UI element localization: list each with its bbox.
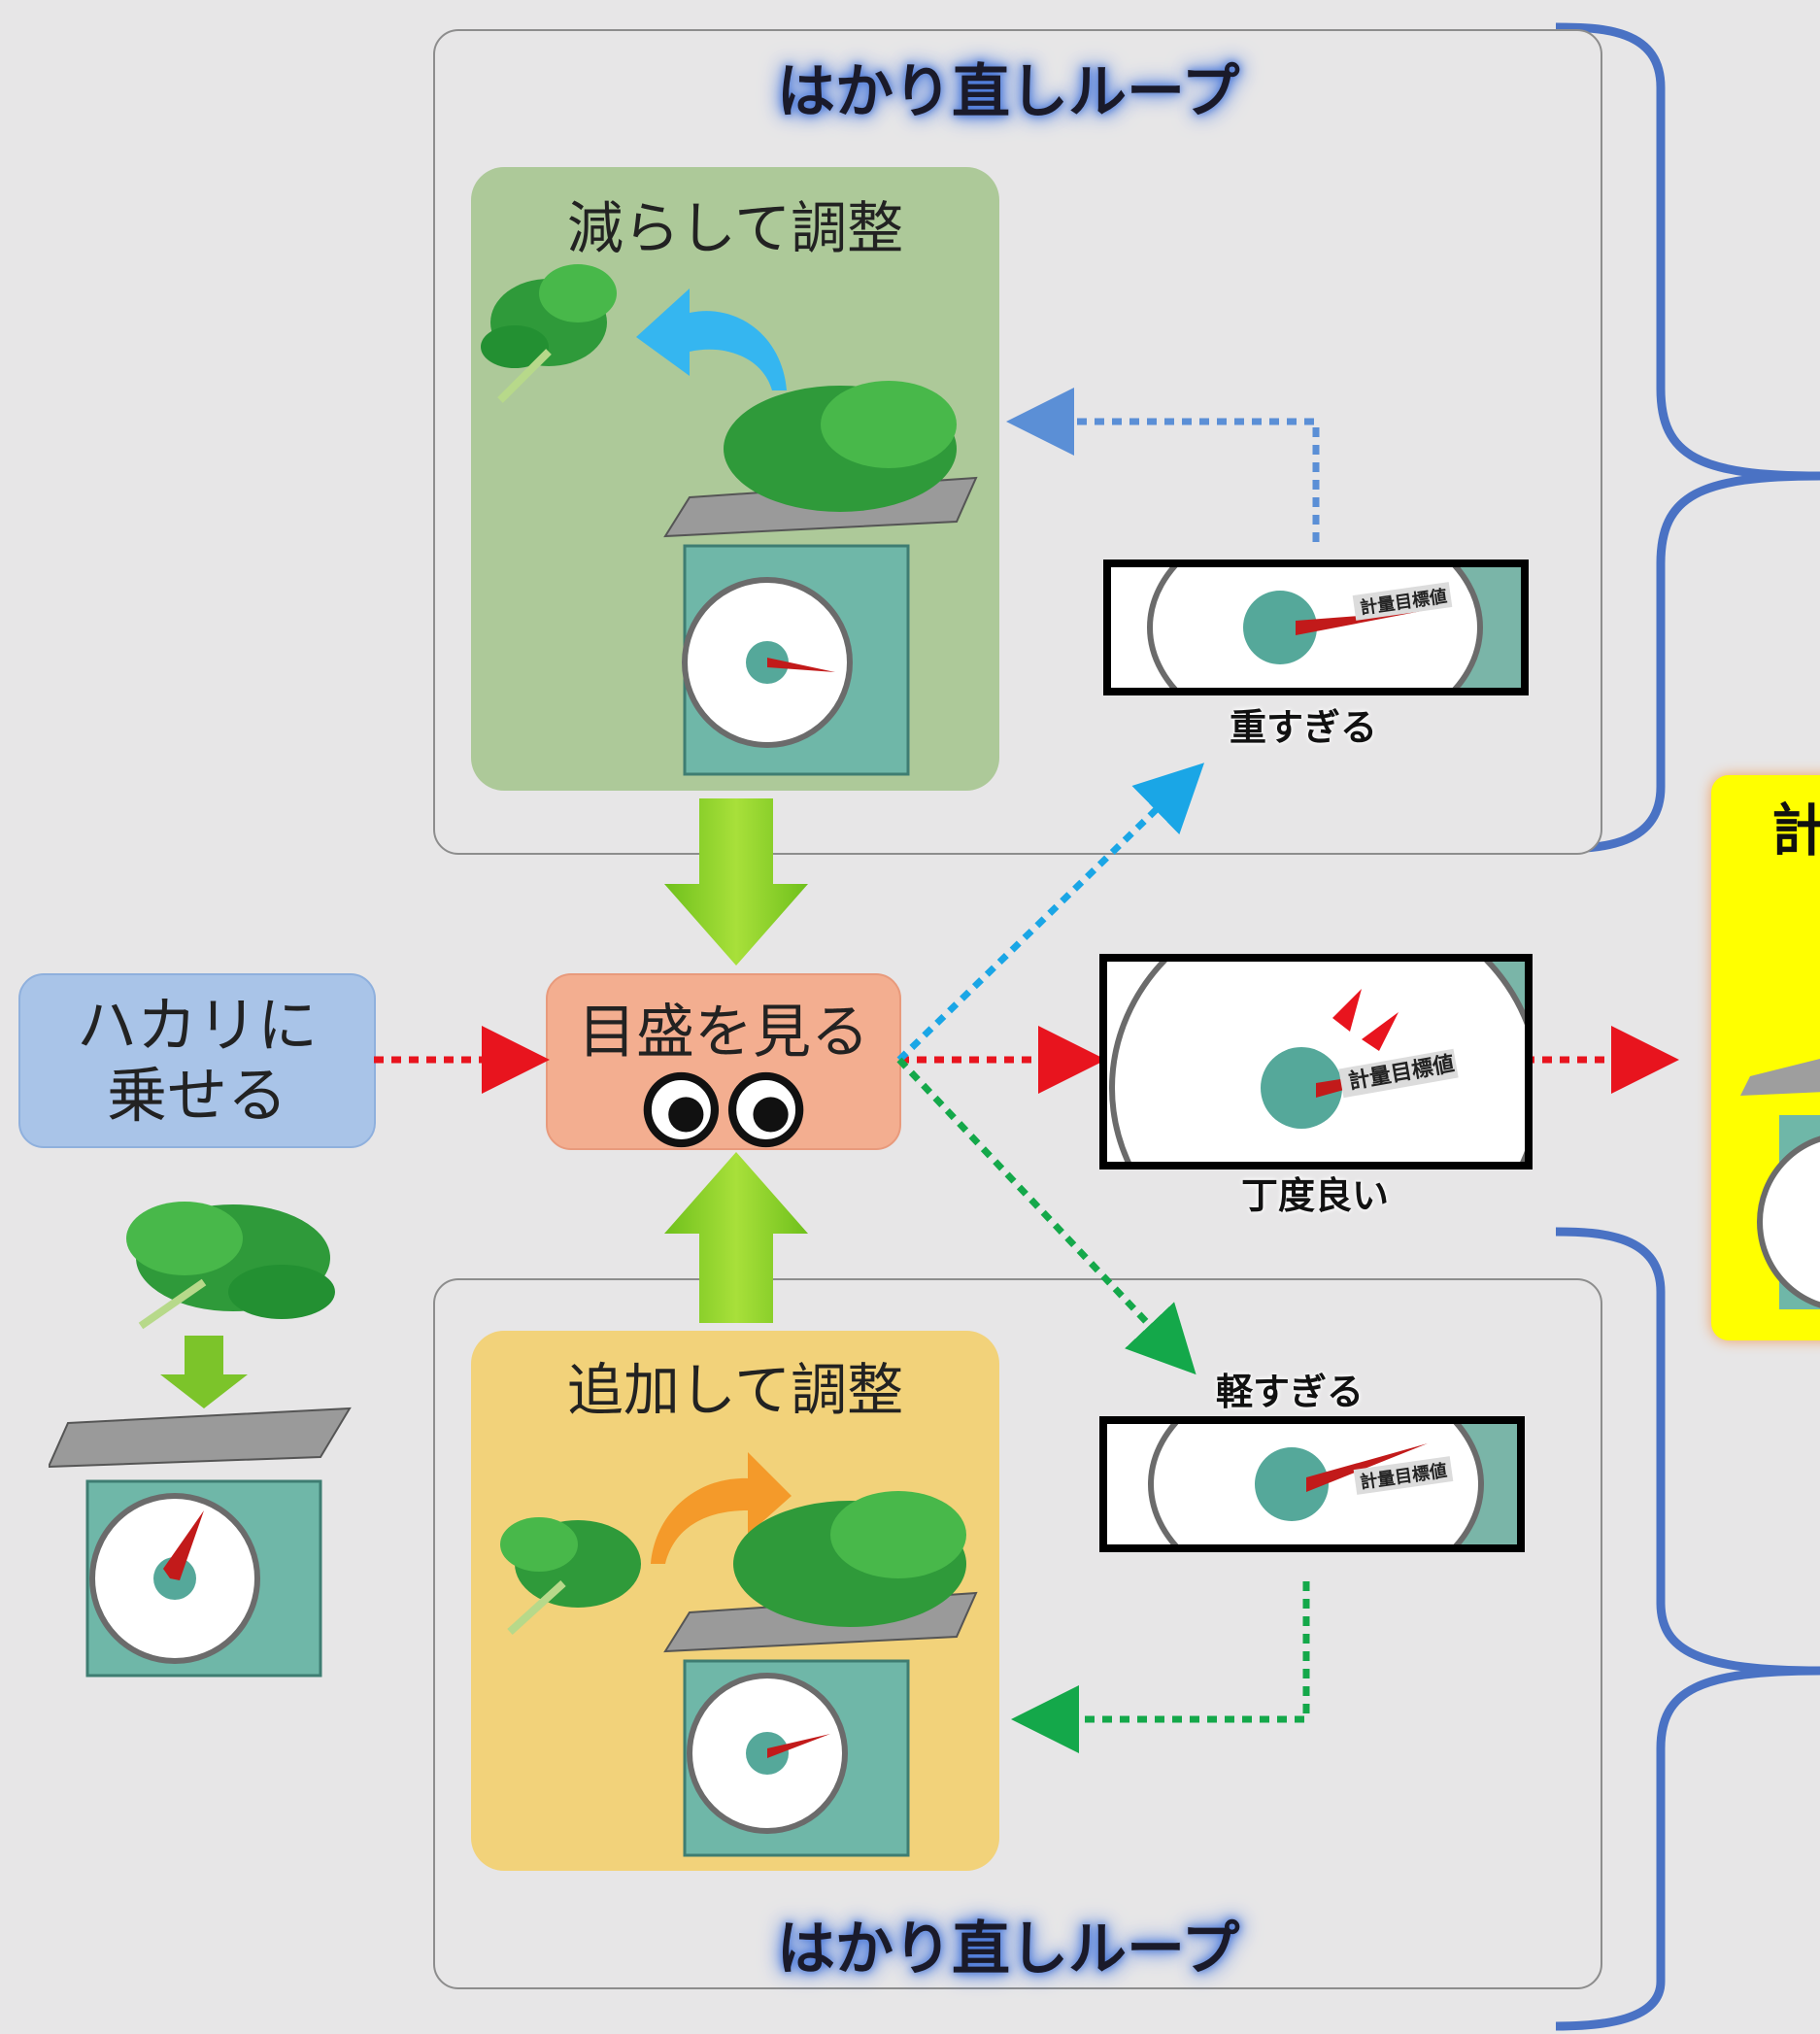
heavy-caption: 重すぎる <box>1230 706 1378 749</box>
reduce-illustration <box>481 264 978 776</box>
spinach-added-icon <box>500 1517 641 1635</box>
add-illustration <box>500 1452 978 1857</box>
just-caption: 丁度良い <box>1241 1174 1390 1217</box>
place-node-line2: 乗せる <box>106 1060 287 1131</box>
add-panel-title: 追加して調整 <box>566 1357 904 1423</box>
gauge-just-right: 計量目標値 <box>1099 954 1533 1170</box>
top-loop-title: はかり直しループ <box>777 58 1240 126</box>
drop-arrow-icon <box>160 1336 248 1408</box>
reduce-panel: 減らして調整 <box>471 167 999 791</box>
scale-heavy-icon <box>663 381 978 776</box>
loop-brackets <box>1555 22 1820 2031</box>
down-flow-arrow <box>664 798 808 966</box>
add-arrow-icon <box>651 1452 792 1564</box>
bottom-loop-bracket <box>1555 1227 1820 1676</box>
gauge-light: 計量目標値 <box>1099 1416 1525 1552</box>
reduce-panel-title: 減らして調整 <box>566 195 904 261</box>
up-flow-arrow <box>664 1152 808 1323</box>
add-panel: 追加して調整 <box>471 1331 999 1871</box>
result-panel: 計 <box>1711 775 1820 1340</box>
bottom-loop-bracket-lower <box>1555 1666 1820 2031</box>
place-on-scale-node: ハカリに 乗せる <box>18 973 376 1148</box>
result-scale-illustration <box>1740 1059 1820 1309</box>
initial-scale-illustration <box>49 1202 352 1678</box>
place-node-line1: ハカリに <box>76 990 318 1061</box>
arrow-light-to-add <box>1011 1581 1310 1753</box>
look-node-label: 目盛を見る <box>578 999 869 1067</box>
remove-arrow-icon <box>636 288 787 390</box>
look-at-scale-node: 目盛を見る <box>546 973 901 1150</box>
arrow-heavy-to-reduce <box>1006 388 1320 542</box>
gauge-heavy: 計量目標値 <box>1103 559 1529 695</box>
light-caption: 軽すぎる <box>1216 1371 1365 1413</box>
scale-light-icon <box>663 1491 978 1857</box>
result-title: 計 <box>1771 797 1820 864</box>
bottom-loop-title: はかり直しループ <box>777 1915 1240 1983</box>
top-loop-bracket-lower <box>1555 471 1820 854</box>
spinach-icon <box>126 1202 335 1330</box>
top-loop-bracket <box>1555 22 1820 481</box>
eyes-icon <box>643 1071 804 1148</box>
spinach-removed-icon <box>481 264 617 403</box>
